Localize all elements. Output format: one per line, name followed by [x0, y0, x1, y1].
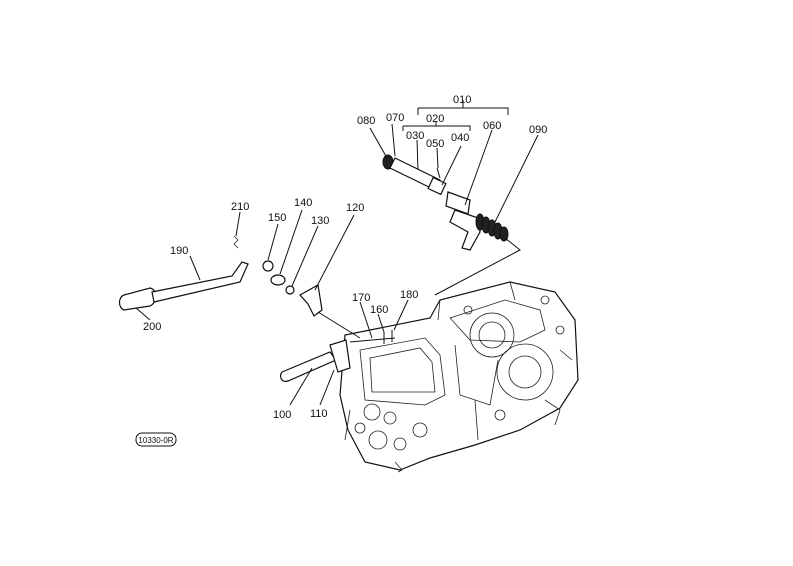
callout-180: 180 [400, 289, 418, 301]
callout-030: 030 [406, 130, 424, 142]
spring-090 [475, 213, 509, 242]
shift-rod-assembly [382, 154, 521, 296]
callout-170: 170 [352, 292, 370, 304]
callout-190: 190 [170, 245, 188, 257]
reference-code: 10330-0R [138, 436, 173, 445]
callout-040: 040 [451, 132, 469, 144]
reference-code-badge: 10330-0R [135, 432, 177, 447]
callout-060: 060 [483, 120, 501, 132]
callout-130: 130 [311, 215, 329, 227]
callout-120: 120 [346, 202, 364, 214]
callout-010: 010 [453, 94, 471, 106]
callout-050: 050 [426, 138, 444, 150]
callout-210: 210 [231, 201, 249, 213]
callout-labels: 010 020 030 040 050 060 070 080 090 100 … [143, 94, 547, 421]
callout-020: 020 [426, 113, 444, 125]
transmission-case [339, 281, 579, 473]
group-brackets [402, 100, 509, 131]
callout-200: 200 [143, 321, 161, 333]
callout-100: 100 [273, 409, 291, 421]
callout-110: 110 [310, 408, 328, 420]
callout-070: 070 [386, 112, 404, 124]
shift-lever-assembly [118, 235, 396, 382]
callout-150: 150 [268, 212, 286, 224]
callout-160: 160 [370, 304, 388, 316]
leader-lines [135, 123, 539, 406]
callout-080: 080 [357, 115, 375, 127]
callout-140: 140 [294, 197, 312, 209]
callout-090: 090 [529, 124, 547, 136]
